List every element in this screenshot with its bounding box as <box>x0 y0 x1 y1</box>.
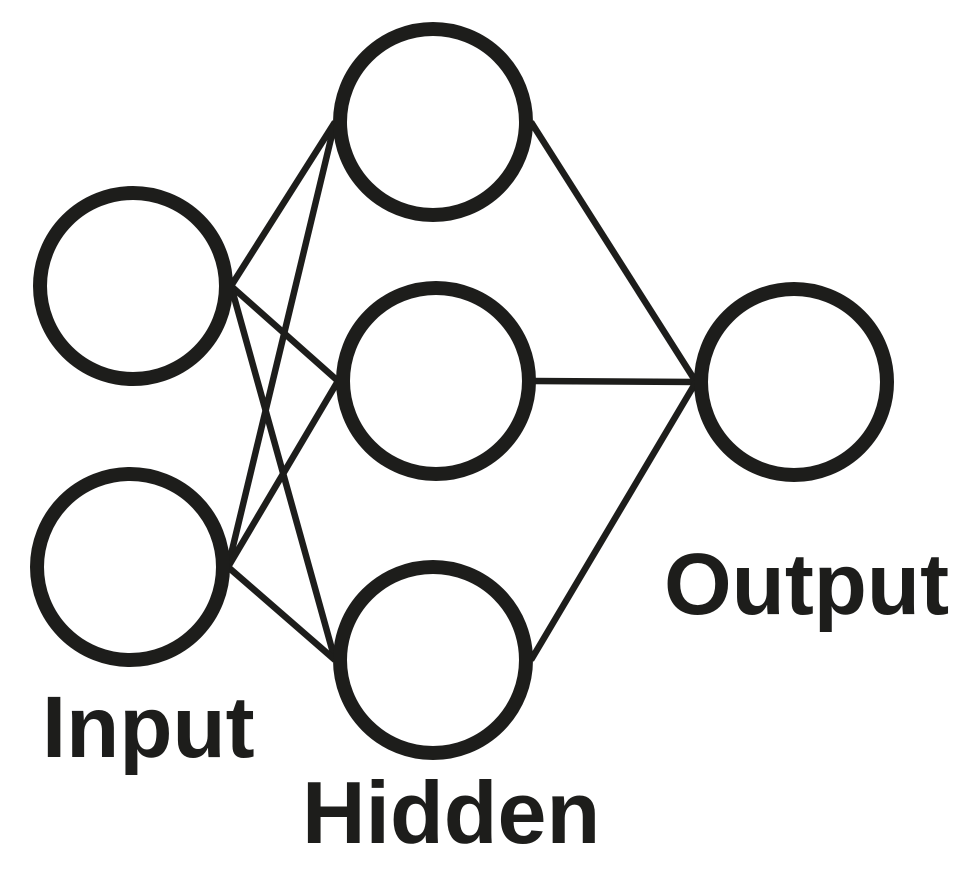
hidden-node-1 <box>333 22 533 222</box>
edge-in2-h1 <box>224 121 339 568</box>
output-layer-label: Output <box>664 536 949 633</box>
nodes-group <box>30 22 894 760</box>
hidden-node-2 <box>336 281 536 481</box>
edge-in1-h1 <box>228 120 338 288</box>
edges-group <box>224 120 699 663</box>
output-node-1 <box>694 282 894 482</box>
edge-h2-out <box>533 377 697 386</box>
hidden-layer-label: Hidden <box>302 763 600 862</box>
input-node-1 <box>33 186 233 386</box>
input-node-2 <box>30 467 230 667</box>
hidden-node-3 <box>333 560 533 760</box>
edge-h1-out <box>528 120 699 384</box>
input-layer-label: Input <box>42 679 255 776</box>
edge-h3-out <box>528 380 699 662</box>
edge-in2-h2 <box>225 379 341 569</box>
edge-in2-h3 <box>225 564 338 663</box>
